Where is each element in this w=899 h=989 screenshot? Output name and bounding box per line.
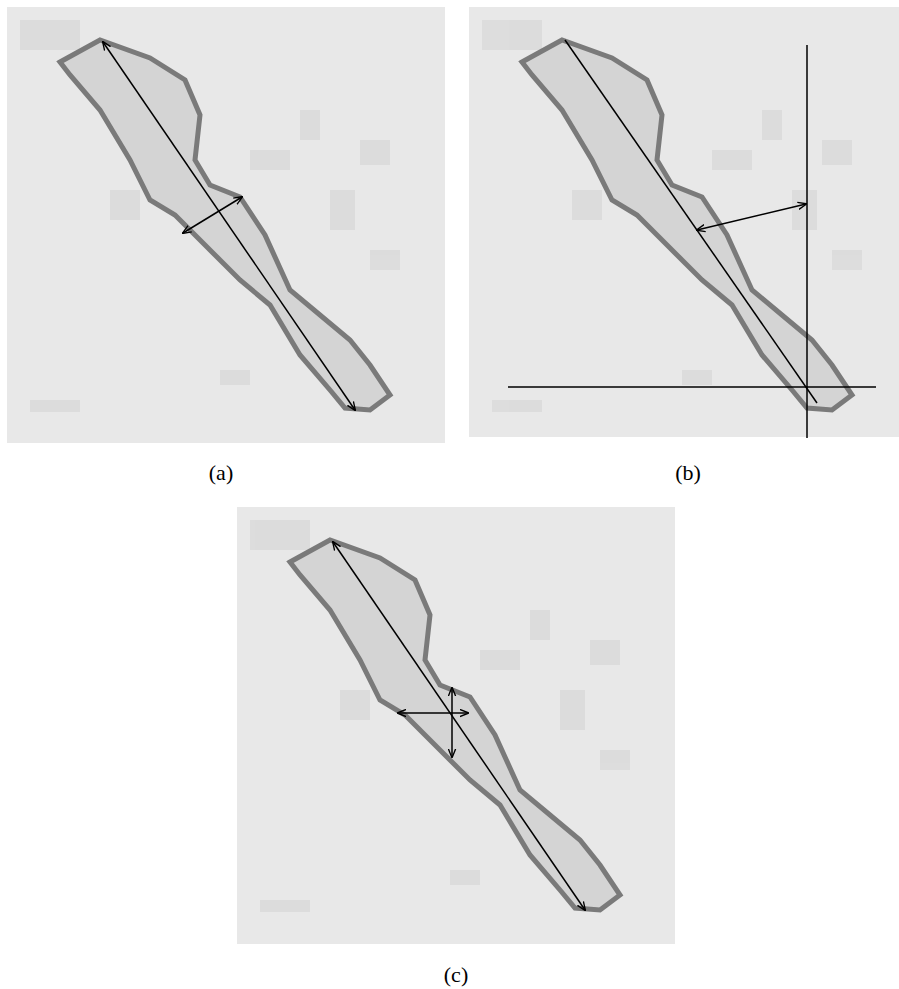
major-axis-arrow: [333, 542, 585, 910]
image-texture: [20, 20, 400, 412]
image-texture: [250, 520, 630, 912]
major-axis-arrow: [103, 42, 355, 410]
horizontal-width-arrow: [398, 712, 468, 714]
panel-a: [7, 7, 445, 443]
panel-b: [469, 7, 899, 438]
image-texture: [482, 20, 862, 412]
region-outline: [290, 540, 620, 910]
vertical-width-arrow: [451, 688, 453, 757]
panel-c: [237, 507, 675, 944]
panel-label: (c): [444, 962, 468, 988]
region-outline: [60, 40, 390, 410]
image-ground: [237, 507, 675, 944]
panel-label: (b): [675, 460, 701, 486]
axis-line: [565, 40, 817, 403]
region-outline: [522, 40, 852, 410]
width-arrow: [183, 197, 242, 233]
vertical-line: [806, 45, 808, 438]
distance-arrow: [697, 204, 806, 230]
image-ground: [469, 7, 899, 437]
image-ground: [7, 7, 445, 443]
horizontal-line: [508, 386, 876, 388]
panel-label: (a): [209, 460, 233, 486]
